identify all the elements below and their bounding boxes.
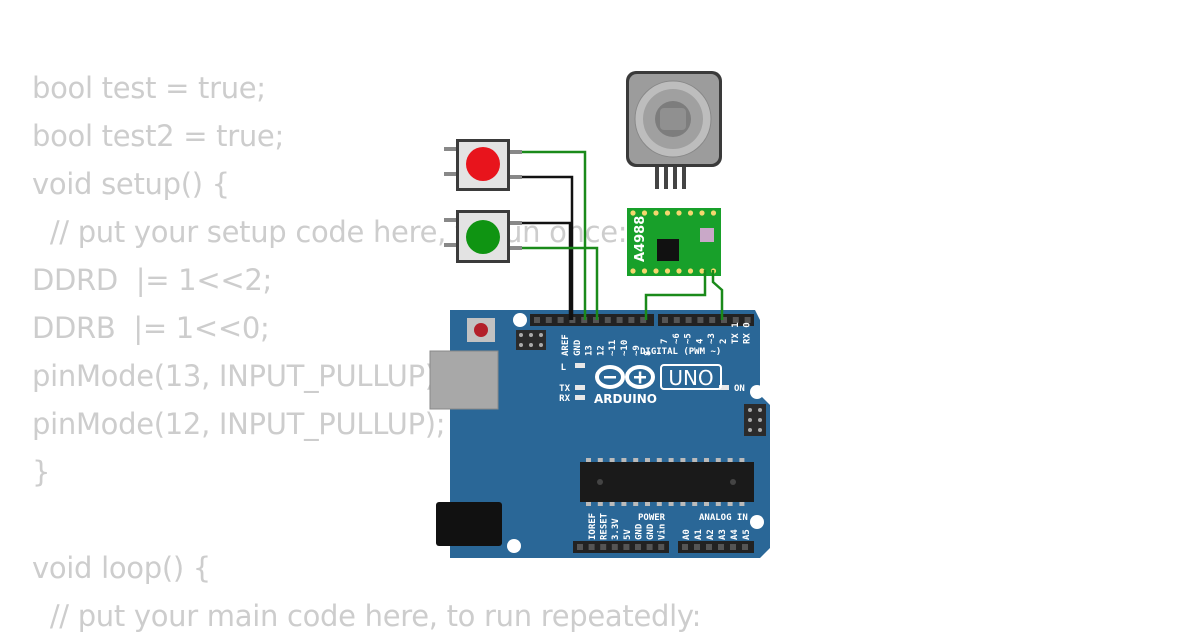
- pin-label: A0: [682, 529, 692, 540]
- driver-pin: [653, 268, 659, 274]
- pin-label: ~6: [672, 333, 682, 344]
- code-line: pinMode(13, INPUT_PULLUP);: [32, 359, 446, 393]
- atmega-chip: [580, 462, 754, 502]
- code-line: bool test2 = true;: [32, 119, 284, 153]
- led-label-tx: TX: [559, 384, 570, 394]
- driver-pin: [676, 210, 682, 216]
- green-pushbutton[interactable]: [444, 210, 522, 263]
- driver-pin: [699, 210, 705, 216]
- driver-pin: [699, 268, 705, 274]
- code-line: DDRD |= 1<<2;: [32, 263, 272, 297]
- on-label: ON: [734, 384, 745, 394]
- driver-pin: [687, 210, 694, 216]
- pin-label: 7: [660, 339, 670, 344]
- pin-label: A3: [718, 529, 728, 540]
- pin-label: A5: [742, 529, 752, 540]
- pin-label: TX 1: [731, 322, 741, 344]
- pin-label: 12: [596, 345, 606, 356]
- arduino-brand: ARDUINO: [594, 392, 657, 406]
- wire-green-button-to-pin13: [522, 246, 599, 320]
- pin-label: ~3: [707, 333, 717, 344]
- wires: [522, 150, 724, 320]
- pin-label: GND: [646, 523, 656, 540]
- usb-port: [429, 350, 499, 410]
- driver-pin: [653, 210, 659, 216]
- driver-pin: [641, 210, 648, 216]
- arduino-logo-icon: [595, 365, 655, 389]
- code-line: pinMode(12, INPUT_PULLUP);: [32, 407, 446, 441]
- pin-label: Vin: [657, 524, 668, 540]
- code-line: bool test = true;: [32, 71, 266, 105]
- pin-label: 3.3V: [611, 518, 621, 540]
- pin-label: AREF: [561, 334, 571, 356]
- wire-driver-step: [644, 270, 707, 320]
- uno-model: UNO: [668, 366, 713, 390]
- analog-label: ANALOG IN: [699, 513, 748, 523]
- driver-pins: [630, 210, 717, 274]
- code-line: DDRB |= 1<<0;: [32, 311, 270, 345]
- led-label-l: L: [561, 363, 567, 373]
- driver-pin: [630, 210, 636, 216]
- pin-label: 13: [585, 345, 595, 356]
- pin-label: 2: [719, 339, 729, 344]
- wire-red-button-to-pin12: [522, 150, 587, 320]
- driver-pin: [687, 268, 694, 274]
- motor-leads: [655, 167, 686, 189]
- driver-pin: [630, 268, 636, 274]
- led-label-rx: RX: [559, 394, 570, 404]
- pin-label: IOREF: [588, 513, 598, 540]
- pin-label: ~5: [684, 333, 694, 344]
- driver-pin: [676, 268, 682, 274]
- red-pushbutton[interactable]: [444, 139, 522, 191]
- pin-label: 5V: [623, 529, 633, 540]
- code-line: void setup() {: [32, 167, 230, 201]
- pin-label: ~10: [620, 340, 630, 356]
- code-line: }: [32, 455, 51, 489]
- stepper-motor[interactable]: [626, 71, 722, 189]
- driver-pin: [664, 268, 671, 274]
- pin-label: GND: [634, 523, 644, 540]
- a4988-driver[interactable]: A4988: [627, 208, 721, 276]
- wire-red-button-gnd: [522, 175, 574, 320]
- driver-pin: [641, 268, 648, 274]
- digital-header-label: DIGITAL (PWM ~): [640, 347, 721, 357]
- wire-driver-dir: [711, 270, 724, 320]
- pin-label: RESET: [600, 512, 610, 540]
- power-label: POWER: [638, 513, 666, 523]
- pin-label: 8: [644, 351, 654, 356]
- power-jack: [436, 502, 502, 546]
- code-listing: bool test = true; bool test2 = true; void …: [32, 64, 701, 640]
- driver-pin: [710, 210, 717, 216]
- pin-label: ~11: [608, 340, 618, 356]
- code-line: void loop() {: [32, 551, 211, 585]
- pin-label: RX 0: [743, 322, 753, 344]
- driver-label: A4988: [633, 216, 648, 262]
- pin-label: 4: [695, 338, 705, 344]
- code-line: // put your main code here, to run repea…: [32, 599, 702, 633]
- wire-green-button-gnd: [522, 221, 572, 320]
- pin-label: A1: [694, 529, 704, 540]
- arduino-uno-board[interactable]: L TX RX ON ARDUINO UNO DIGITAL (PWM ~) P…: [429, 310, 770, 558]
- pin-label: GND: [573, 339, 583, 356]
- driver-pin: [664, 210, 671, 216]
- pin-label: ~9: [632, 345, 642, 356]
- pin-label: A2: [706, 529, 716, 540]
- pin-label: A4: [730, 529, 740, 540]
